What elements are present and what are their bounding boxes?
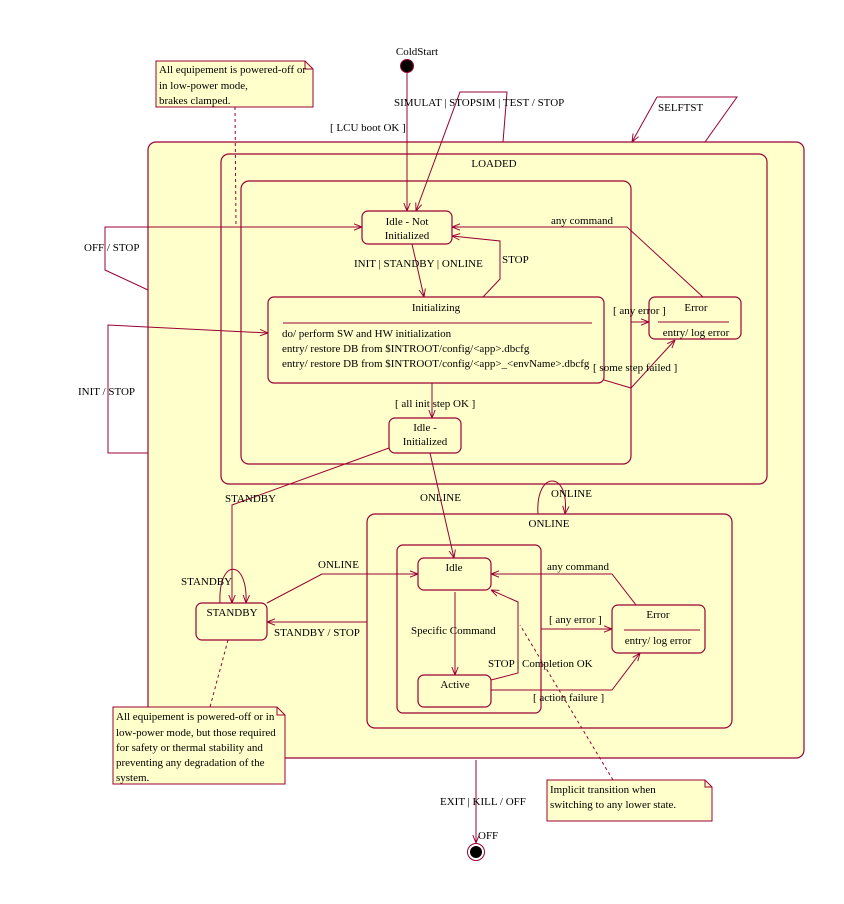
transition-some-step-failed [603,340,675,389]
transition-label: [ all init step OK ] [395,398,475,410]
transition-stop [452,236,501,298]
transition-label: OFF / STOP [84,242,139,254]
transition-label: any command [551,215,614,227]
transition-label: EXIT | KILL / OFF [440,796,526,808]
cold-start-label: ColdStart [396,46,438,58]
transition-label: [ LCU boot OK ] [330,122,406,134]
note-text: Implicit transition when [550,784,656,796]
transition-label: STANDBY / STOP [274,627,360,639]
transition-label: STOP | Completion OK [488,658,593,670]
transition-label: [ some step failed ] [593,362,677,374]
transition-online-to-idle [429,452,454,558]
state-idle-initialized-label: Initialized [403,436,448,448]
transition-label: STANDBY [181,576,232,588]
state-initializing-title: Initializing [412,302,461,314]
off-label: OFF [478,830,498,842]
note-text: low-power mode, but those required [116,727,276,739]
transition-action-failure [491,653,640,691]
transition-label: [ any error ] [549,614,602,626]
note-text: preventing any degradation of the [116,757,265,769]
state-online-label: ONLINE [529,518,570,530]
state-initializing [267,296,605,384]
state-standby-label: STANDBY [206,607,257,619]
initial-state-icon [400,59,414,73]
note-standby: All equipement is powered-off or in low-… [112,706,286,785]
transition-standby-to-online [266,574,418,604]
state-action: do/ perform SW and HW initialization [282,328,452,340]
transition-off-stop [104,227,362,291]
state-error-title: Error [646,609,670,621]
transition-label: INIT | STANDBY | ONLINE [354,258,483,270]
note-text: All equipement is powered-off or [159,64,306,76]
transition-label: [ action failure ] [533,692,604,704]
transition-init-stop [107,324,268,454]
transition-label: STOP [502,254,529,266]
note-anchor [519,624,614,781]
transition-standby-self [219,569,246,603]
state-error-loaded [648,296,742,340]
state-idle-not-initialized-label: Initialized [385,230,430,242]
transition-any-command-online [491,574,637,606]
transition-online-self [537,480,566,514]
state-action: entry/ restore DB from $INTROOT/config/<… [282,343,530,355]
state-idle-initialized-label: Idle - [413,422,437,434]
note-text: All equipement is powered-off or in [116,711,275,723]
transition-label: SIMULAT | STOPSIM | TEST / STOP [394,97,564,109]
transition-to-standby [232,447,390,603]
state-loaded-label: LOADED [471,158,516,170]
transition-label: INIT / STOP [78,386,135,398]
transition-label: SELFTST [658,102,704,114]
state-action: entry/ log error [663,327,730,339]
state-action: entry/ restore DB from $INTROOT/config/<… [282,358,590,370]
state-action: entry/ log error [625,635,692,647]
transition-label: ONLINE [551,488,592,500]
note-text: for safety or thermal stability and [116,742,263,754]
state-idle-not-initialized-label: Idle - Not [386,216,429,228]
note-text: system. [116,772,150,784]
transition-simulat [416,91,508,211]
state-idle-initialized [388,417,462,454]
note-anchor [234,106,237,228]
final-state-dot [470,846,482,858]
transition-label: STANDBY [225,493,276,505]
note-implicit: Implicit transition when switching to an… [546,779,713,822]
transition-label: Specific Command [411,625,496,637]
state-active-label: Active [440,679,469,691]
note-text: in low-power mode, [159,80,248,92]
transition-any-command-loaded [452,227,704,298]
transition-label: ONLINE [420,492,461,504]
transition-label: any command [547,561,610,573]
state-error-title: Error [684,302,708,314]
transition-selftst-path [657,96,738,143]
transition-selftst [632,96,658,142]
state-idle-label: Idle [445,562,462,574]
transition-label: [ any error ] [613,305,666,317]
transition-init [411,243,424,297]
note-off: All equipement is powered-off or in low-… [155,60,314,108]
transition-label: ONLINE [318,559,359,571]
note-text: brakes clamped. [159,95,231,107]
transition-stop-completion [491,590,519,681]
note-text: switching to any lower state. [550,799,676,811]
